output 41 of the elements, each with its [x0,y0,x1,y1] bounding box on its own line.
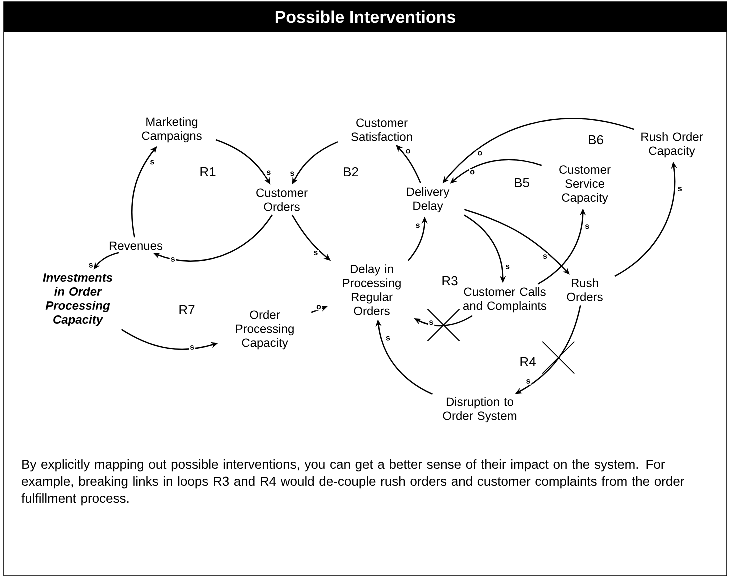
polarity-label: o [404,148,412,155]
variable-label: Customer Service Capacity [560,166,611,204]
variable-label: Customer Orders [256,188,308,212]
title-bar: Possible Interventions [4,2,727,32]
variable-label: Delay in Processing Regular Orders [343,264,401,316]
polarity-label: s [584,224,591,230]
polarity-label: s [266,170,272,176]
loop-label: R7 [180,306,195,314]
polarity-label: s [170,256,176,263]
polarity-label: s [676,186,684,192]
loop-label: B2 [344,167,358,177]
loop-label: B6 [589,135,604,145]
polarity-label: s [385,335,392,342]
variable-label: Investments in Order Processing Capacity [43,274,113,326]
polarity-label: o [476,150,484,157]
polarity-label: s [428,320,435,326]
polarity-label: s [149,159,156,166]
variable-label: Revenues [110,242,163,250]
loop-label: B5 [515,178,530,188]
variable-label: Customer Satisfaction [352,118,412,142]
variable-label: Customer Calls and Complaints [463,287,547,313]
polarity-label: s [289,170,296,178]
polarity-label: s [88,262,94,269]
polarity-label: s [312,250,320,256]
polarity-label: o [469,169,476,176]
loop-label: R3 [442,276,458,286]
variable-label: Disruption to Order System [443,397,517,423]
variable-label: Rush Orders [567,278,603,302]
variable-label: Delivery Delay [407,187,450,213]
loop-label: R4 [520,358,536,366]
caption: By explicitly mapping out possible interventions, you can get a better sense of their impact on the system. For example, breaking links in loops R3 and R4 would de-couple rush orders and customer complaints from the order fulfillment process. [22,460,684,506]
polarity-label: s [525,378,532,385]
polarity-label: s [504,264,511,270]
polarity-label: o [316,304,322,311]
loop-label: R1 [200,168,216,176]
variable-label: Order Processing Capacity [236,310,294,350]
variable-label: Rush Order Capacity [642,132,704,158]
variable-label: Marketing Campaigns [142,117,202,143]
polarity-label: s [542,254,548,260]
polarity-label: s [414,222,422,230]
polarity-label: s [189,344,196,351]
